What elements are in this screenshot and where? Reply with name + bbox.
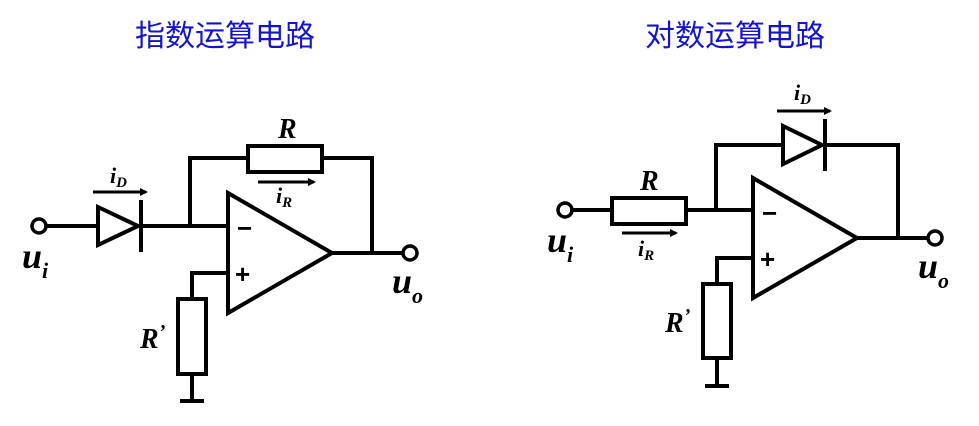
input-terminal [30,217,48,235]
input-terminal [556,201,574,219]
feedback-resistor-label: R [277,114,297,145]
exponential-circuit: 指数运算电路 iD R iR − + R’ [22,19,423,403]
logarithmic-circuit-title: 对数运算电路 [645,19,825,54]
inverting-input-sign: − [237,213,252,243]
noninverting-wire [715,256,755,286]
output-voltage-label: uo [918,246,949,293]
op-amp-icon [226,189,337,317]
op-amp-icon [751,174,862,302]
noninverting-input-sign: + [760,244,775,274]
feedback-wire-left [188,156,250,228]
ground-resistor-label: R’ [664,305,690,339]
ground-resistor-label: R’ [139,321,165,355]
input-resistor-label: R [639,166,659,197]
input-voltage-label: ui [547,220,574,267]
diode-icon [96,200,143,252]
inverting-input-sign: − [762,198,777,228]
ground-resistor [176,297,208,376]
feedback-wire-right [320,156,374,255]
feedback-wire-left [714,143,785,212]
output-terminal [926,229,944,247]
resistor-current-label: iR [638,236,654,264]
diode-icon [781,119,827,171]
exponential-circuit-title: 指数运算电路 [135,19,315,54]
ground-resistor [701,282,733,360]
resistor-current-label: iR [276,183,292,211]
input-voltage-label: ui [22,236,49,283]
output-terminal [401,244,419,262]
output-voltage-label: uo [392,261,423,308]
diode-current-label: iD [110,163,127,191]
input-resistor [610,196,688,226]
feedback-wire-right [823,143,900,240]
noninverting-wire [190,271,230,301]
noninverting-input-sign: + [235,259,250,289]
diode-current-label: iD [794,80,811,108]
logarithmic-circuit: 对数运算电路 R iR iD − + R’ [547,19,949,388]
feedback-resistor [246,144,324,174]
